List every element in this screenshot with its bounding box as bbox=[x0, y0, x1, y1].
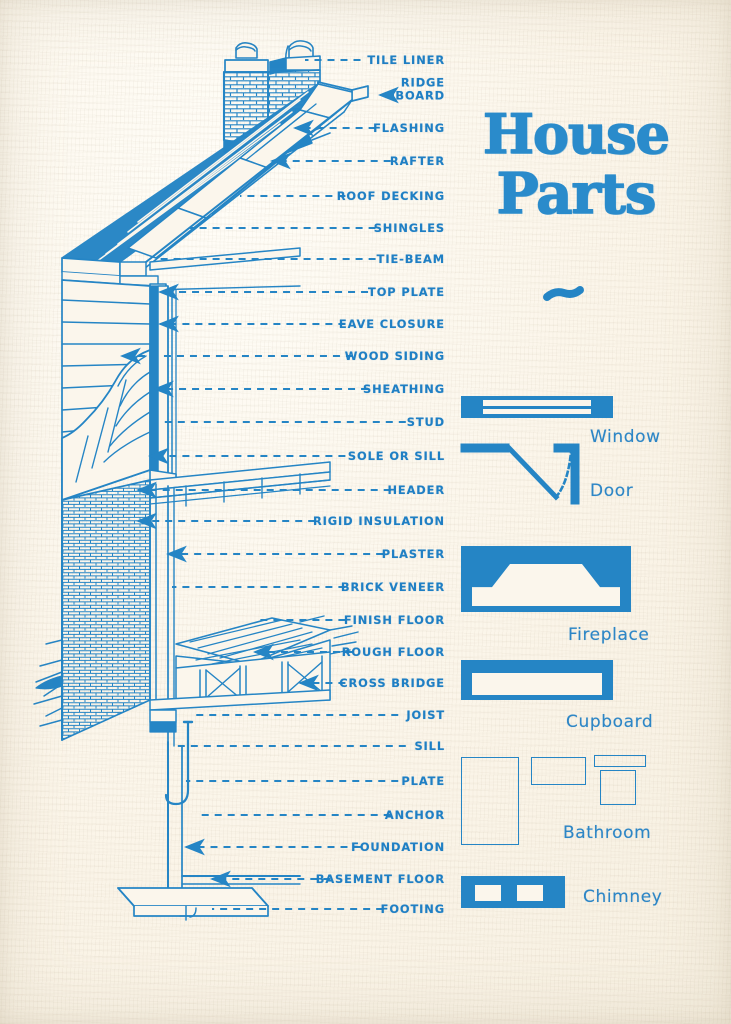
callout-label: BRICK VENEER bbox=[340, 580, 445, 594]
callout-label: BASEMENT FLOOR bbox=[315, 872, 445, 886]
callout-label: ROUGH FLOOR bbox=[341, 645, 445, 659]
fireplace-hearth-edge bbox=[471, 606, 621, 609]
fireplace-right-edge bbox=[620, 564, 623, 609]
chimney-symbol bbox=[461, 876, 565, 908]
callout-label: FLASHING bbox=[373, 121, 445, 135]
callout-label-line: BOARD bbox=[395, 88, 445, 102]
window-symbol bbox=[461, 396, 613, 418]
bathroom-toilet-tank bbox=[594, 755, 646, 767]
legend-label-cupboard: Cupboard bbox=[566, 712, 654, 732]
callout-label: RIGID INSULATION bbox=[312, 514, 445, 528]
cupboard-interior bbox=[472, 673, 602, 695]
callout-label: TILE LINER bbox=[367, 53, 445, 67]
legend-label-bathroom: Bathroom bbox=[563, 823, 652, 843]
callout-label-line: RIDGE bbox=[400, 75, 445, 90]
legend-label-door: Door bbox=[590, 481, 634, 501]
bathroom-symbol bbox=[461, 755, 646, 845]
callout-label: SILL bbox=[414, 739, 445, 753]
callout-label: PLASTER bbox=[381, 547, 445, 561]
callout-label: SHINGLES bbox=[373, 221, 445, 235]
callout-label: ROOF DECKING bbox=[336, 189, 445, 203]
cupboard-symbol bbox=[461, 660, 613, 700]
chimney-flue-right bbox=[517, 885, 543, 901]
callout-label: EAVE CLOSURE bbox=[338, 317, 445, 331]
legend-label-window: Window bbox=[590, 427, 661, 447]
fireplace-symbol bbox=[461, 546, 631, 612]
callout-label: CROSS BRIDGE bbox=[339, 676, 445, 690]
callout-label: WOOD SIDING bbox=[344, 349, 445, 363]
callout-label: FOUNDATION bbox=[351, 840, 445, 854]
callout-label: FOOTING bbox=[380, 902, 445, 916]
callout-label: TIE-BEAM bbox=[376, 252, 445, 266]
bathroom-toilet-bowl bbox=[600, 770, 636, 805]
callout-label: JOIST bbox=[406, 708, 445, 722]
legend-label-fireplace: Fireplace bbox=[568, 625, 650, 645]
callout-label: HEADER bbox=[387, 483, 445, 497]
callout-label: RAFTER bbox=[389, 154, 445, 168]
callout-label: ANCHOR bbox=[384, 808, 445, 822]
window-glass-upper bbox=[483, 400, 591, 406]
callout-label: SOLE OR SILL bbox=[347, 449, 445, 463]
bathroom-tub bbox=[461, 757, 519, 845]
chimney-flue-left bbox=[475, 885, 501, 901]
callout-label: PLATE bbox=[401, 774, 445, 788]
callout-label: FINISH FLOOR bbox=[343, 613, 445, 627]
bathroom-sink bbox=[531, 757, 586, 785]
callout-label: TOP PLATE bbox=[368, 285, 445, 299]
fireplace-left-edge bbox=[469, 564, 472, 609]
callout-label: SHEATHING bbox=[363, 382, 445, 396]
callout-label: STUD bbox=[406, 415, 445, 429]
legend-label-chimney: Chimney bbox=[583, 887, 663, 907]
window-glass-lower bbox=[483, 409, 591, 414]
